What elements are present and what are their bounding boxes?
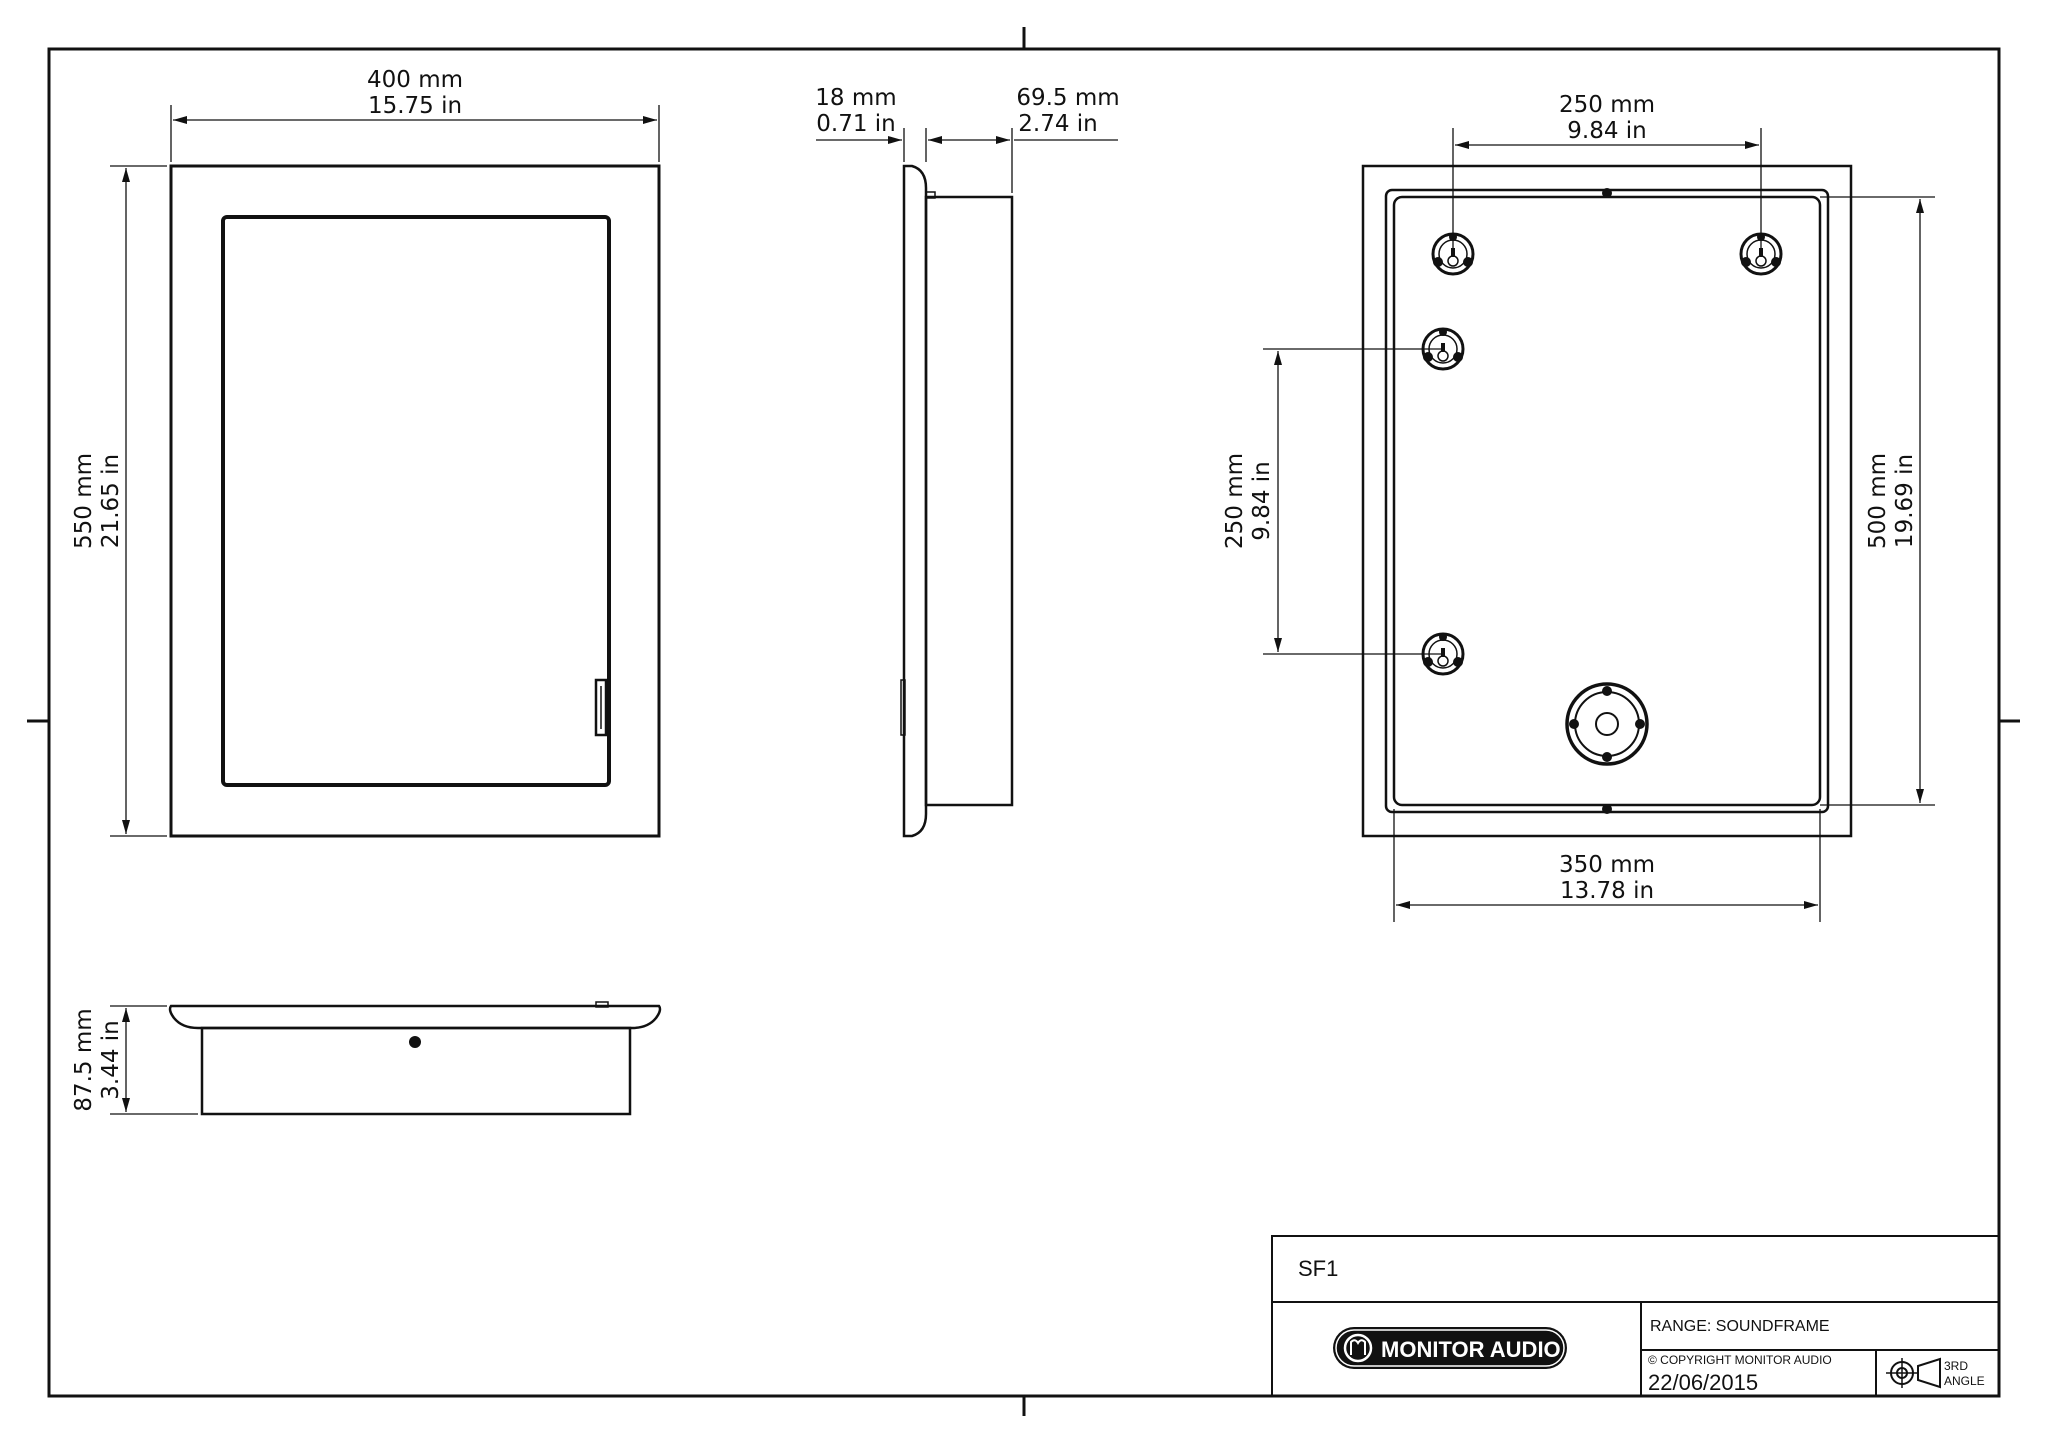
model-name: SF1	[1298, 1256, 1338, 1281]
projection-line-1: 3RD	[1944, 1359, 1968, 1373]
title-block: SF1 RANGE: SOUNDFRAME © COPYRIGHT MONITO…	[1271, 1235, 2000, 1397]
bottom-depth-in: 3.44 in	[98, 1020, 124, 1100]
centre-marks	[27, 27, 2020, 1416]
side-depth-dimension: 18 mm 0.71 in 69.5 mm 2.74 in	[815, 85, 1120, 193]
brand-name: MONITOR AUDIO	[1381, 1337, 1561, 1362]
rear-height-dimension: 500 mm 19.69 in	[1820, 196, 1935, 806]
front-width-dimension: 400 mm 15.75 in	[170, 67, 660, 162]
side-flange-in: 0.71 in	[816, 111, 896, 137]
rear-top-spacing-dimension: 250 mm 9.84 in	[1452, 92, 1762, 254]
rear-width-dimension: 350 mm 13.78 in	[1393, 809, 1821, 922]
front-height-mm: 550 mm	[71, 453, 97, 549]
rear-top-spacing-mm: 250 mm	[1559, 92, 1655, 118]
front-height-dimension: 550 mm 21.65 in	[71, 165, 167, 837]
rear-width-in: 13.78 in	[1560, 878, 1654, 904]
side-flange-mm: 18 mm	[815, 85, 896, 111]
side-depth-mm: 69.5 mm	[1016, 85, 1119, 111]
terminal-connector	[1565, 682, 1649, 766]
front-view	[169, 164, 661, 838]
front-width-in: 15.75 in	[368, 93, 462, 119]
monitor-audio-logo: MONITOR AUDIO	[1333, 1327, 1567, 1369]
rear-height-mm: 500 mm	[1865, 453, 1891, 549]
rear-vertical-spacing-mm: 250 mm	[1222, 453, 1248, 549]
projection-line-2: ANGLE	[1944, 1374, 1985, 1388]
side-view	[900, 164, 1014, 838]
rear-view	[1361, 164, 1853, 838]
rear-height-in: 19.69 in	[1892, 454, 1918, 548]
side-depth-in: 2.74 in	[1018, 111, 1098, 137]
front-height-in: 21.65 in	[98, 454, 124, 548]
bottom-depth-mm: 87.5 mm	[71, 1008, 97, 1111]
rear-top-spacing-in: 9.84 in	[1567, 118, 1647, 144]
bottom-view	[168, 1001, 662, 1116]
copyright-label: © COPYRIGHT MONITOR AUDIO	[1648, 1353, 1832, 1367]
drawing-date: 22/06/2015	[1648, 1370, 1758, 1395]
rear-vertical-spacing-in: 9.84 in	[1249, 461, 1275, 541]
sheet-border	[47, 47, 2001, 1398]
bottom-depth-dimension: 87.5 mm 3.44 in	[71, 1005, 198, 1115]
front-width-mm: 400 mm	[367, 67, 463, 93]
third-angle-projection-icon: 3RD ANGLE	[1886, 1357, 1985, 1389]
rear-width-mm: 350 mm	[1559, 852, 1655, 878]
rear-vertical-spacing-dimension: 250 mm 9.84 in	[1222, 348, 1443, 655]
range-label: RANGE: SOUNDFRAME	[1650, 1318, 1830, 1335]
